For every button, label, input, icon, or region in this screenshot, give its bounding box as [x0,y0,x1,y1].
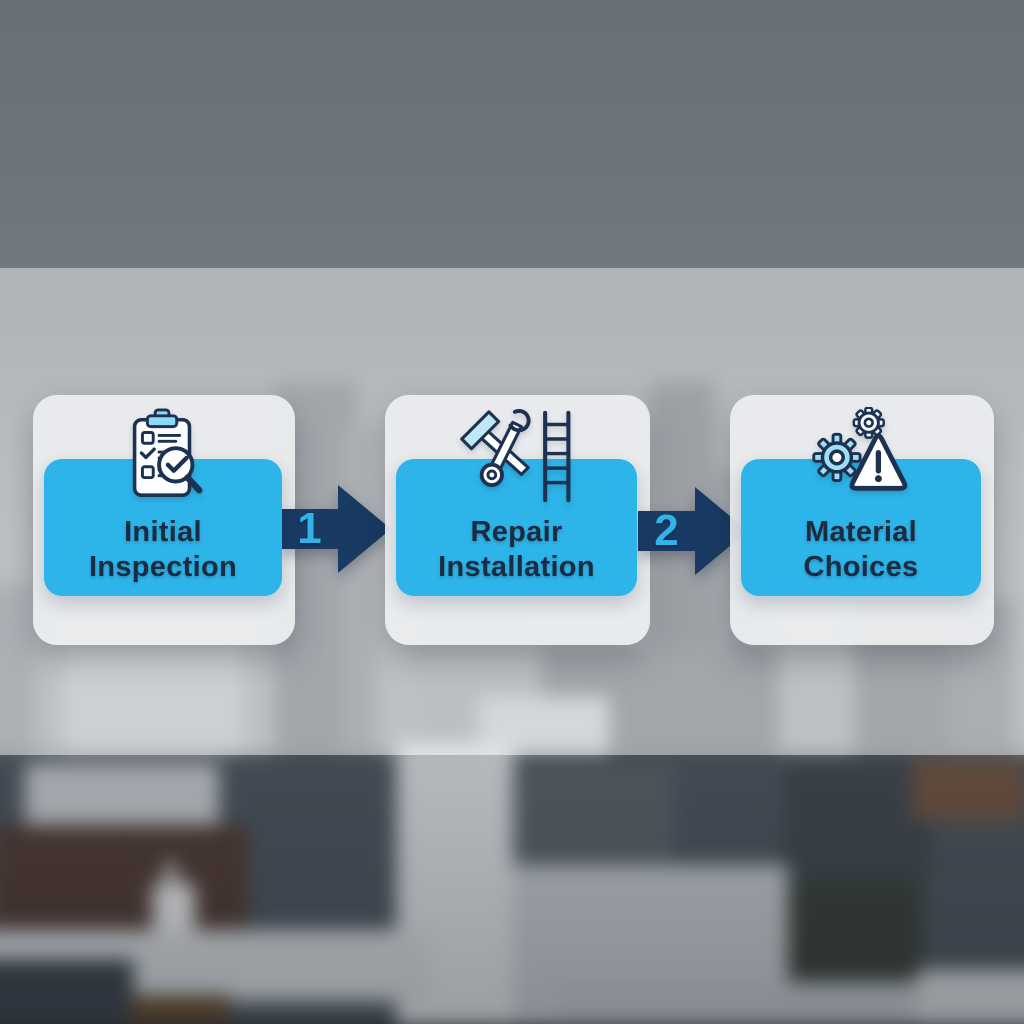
step-card-material-choices: Material Choices [730,395,994,645]
connector-arrow-1: 1 [281,485,391,573]
step-title-line: Choices [803,551,919,583]
step-card-initial-inspection: Initial Inspection [33,395,295,645]
connector-arrow-2: 2 [638,487,748,575]
step-title-line: Inspection [88,551,237,583]
step-title-line: Material [805,516,917,548]
step-title-line: Installation [438,551,595,583]
gears-warning-triangle-icon [812,406,908,491]
connector-number: 2 [654,506,679,555]
step-card-repair-installation: Repair Installation [385,395,650,645]
clipboard-checklist-magnifier-icon [132,408,203,497]
right-arrow-icon [281,485,391,573]
step-label-box: Initial Inspection [44,459,282,596]
step-title-line: Initial [124,516,202,548]
step-title-line: Repair [470,516,563,548]
connector-number: 1 [297,504,322,553]
right-arrow-icon [638,487,748,575]
foreground-shade [0,755,1024,1024]
hammer-wrench-ladder-icon [459,408,570,503]
step-label-box: Material Choices [741,459,981,596]
step-label-box: Repair Installation [396,459,637,596]
